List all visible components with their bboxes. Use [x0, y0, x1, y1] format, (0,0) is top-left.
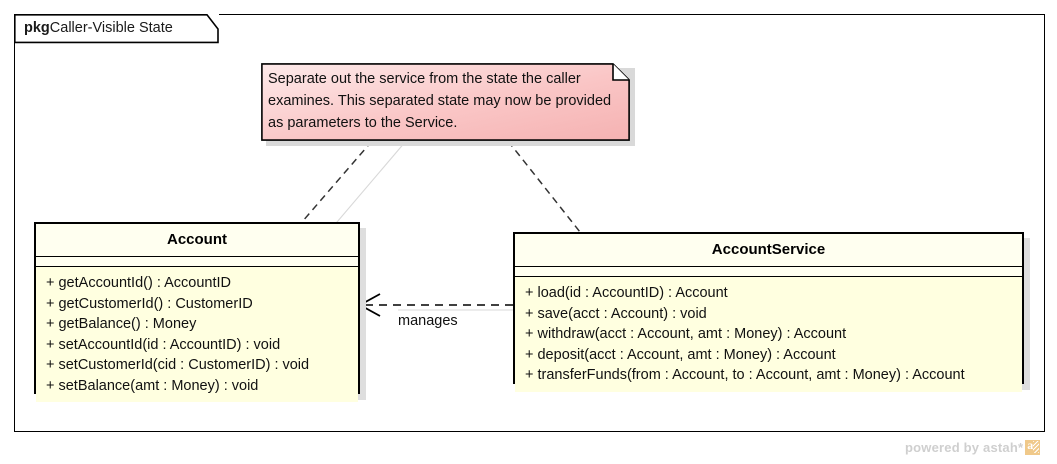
- package-stereotype: pkg: [24, 20, 50, 36]
- operation-row: + setCustomerId(cid : CustomerID) : void: [46, 357, 310, 373]
- relationship-label-manages: manages: [398, 313, 458, 329]
- operation-row: + getBalance() : Money: [46, 316, 197, 332]
- package-tab[interactable]: pkgCaller-Visible State: [14, 14, 219, 44]
- class-box-accountservice[interactable]: AccountService + load(id : AccountID) : …: [513, 232, 1030, 392]
- package-tab-shape: [14, 14, 219, 44]
- package-name: Caller-Visible State: [49, 20, 173, 36]
- class-name-accountservice: AccountService: [515, 234, 1022, 267]
- operation-row: + setBalance(amt : Money) : void: [46, 377, 259, 394]
- note-body-shape: [261, 63, 630, 141]
- class-operations-compartment-account: + getAccountId() : AccountID + getCustom…: [36, 267, 358, 402]
- class-operations-compartment-accountservice: + load(id : AccountID) : Account + save(…: [515, 277, 1022, 392]
- class-body: AccountService + load(id : AccountID) : …: [513, 232, 1024, 392]
- operation-row: + withdraw(acct : Account, amt : Money) …: [525, 326, 847, 342]
- note-text: Separate out the service from the state …: [268, 71, 612, 131]
- operation-row: + getCustomerId() : CustomerID: [46, 295, 253, 312]
- watermark-text: powered by astah*: [905, 440, 1024, 455]
- class-attributes-compartment-accountservice: [515, 267, 1022, 277]
- watermark: powered by astah*: [905, 440, 1041, 455]
- operation-row: + deposit(acct : Account, amt : Money) :…: [525, 346, 836, 363]
- operation-row: + setAccountId(id : AccountID) : void: [46, 336, 281, 353]
- class-body: Account + getAccountId() : AccountID + g…: [34, 222, 360, 402]
- class-name-account: Account: [36, 224, 358, 257]
- class-attributes-compartment-account: [36, 257, 358, 267]
- operation-row: + load(id : AccountID) : Account: [525, 285, 728, 301]
- operation-row: + transferFunds(from : Account, to : Acc…: [525, 367, 965, 383]
- package-tab-label: pkgCaller-Visible State: [24, 18, 173, 39]
- note-shape[interactable]: Separate out the service from the state …: [261, 63, 635, 146]
- astah-logo-icon: [1025, 440, 1041, 455]
- operation-row: + getAccountId() : AccountID: [46, 275, 231, 291]
- operation-row: + save(acct : Account) : void: [525, 305, 707, 322]
- class-box-account[interactable]: Account + getAccountId() : AccountID + g…: [34, 222, 366, 402]
